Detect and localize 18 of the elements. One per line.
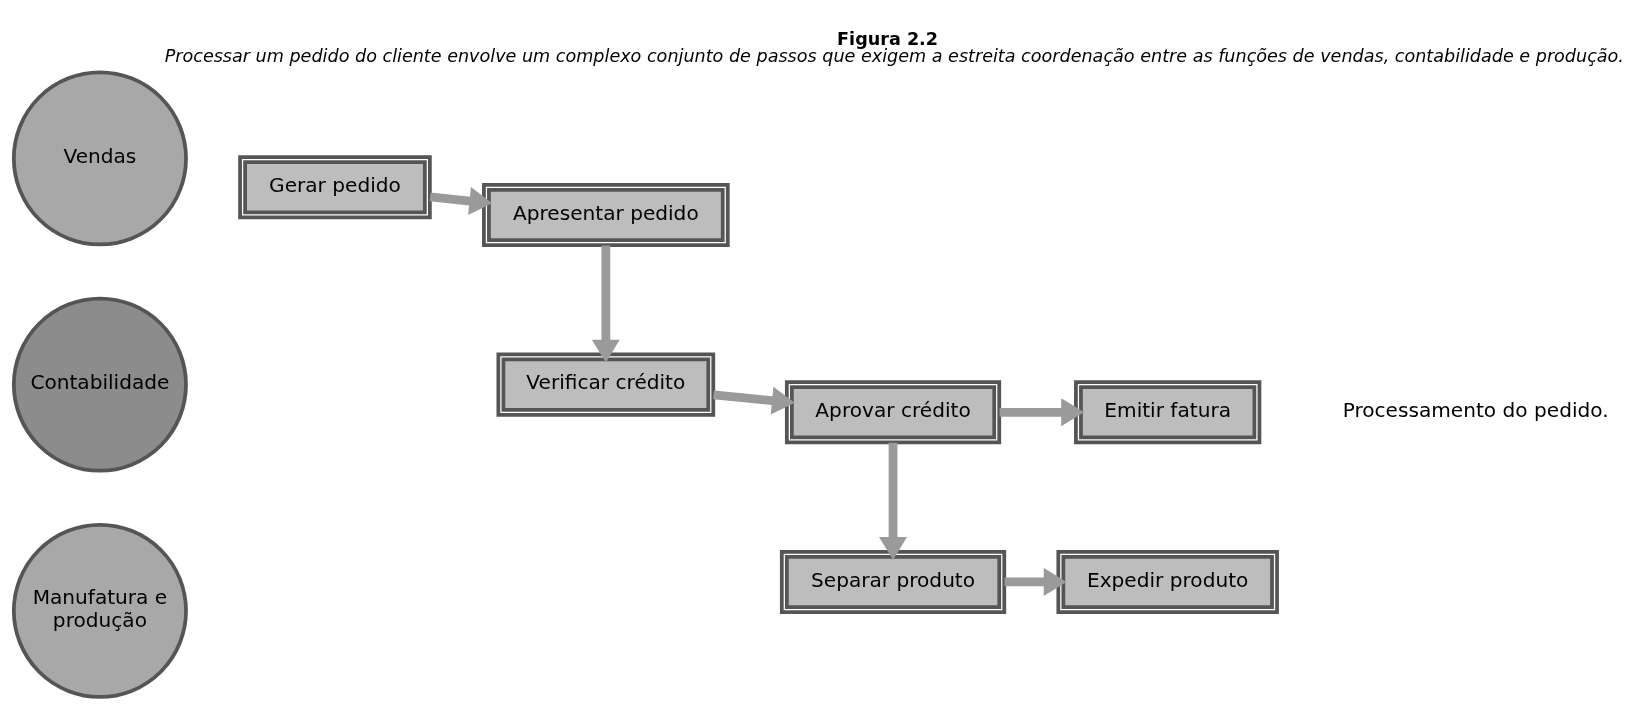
node-box: Emitir fatura	[1074, 380, 1262, 445]
arrow	[999, 398, 1085, 427]
node-box: Expedir produto	[1056, 549, 1279, 614]
arrow	[879, 442, 908, 560]
node-circle: Manufatura e produção	[11, 522, 188, 699]
node-box: Gerar pedido	[238, 155, 432, 220]
diagram-title: Figura 2.2	[837, 28, 939, 49]
node-circle: Vendas	[11, 70, 188, 247]
node-box: Separar produto	[779, 549, 1007, 614]
node-circle: Contabilidade	[11, 296, 188, 473]
arrow	[591, 245, 620, 363]
arrow	[429, 187, 493, 215]
node-box: Verificar crédito	[496, 352, 716, 417]
arrow	[713, 386, 795, 415]
node-box: Aprovar crédito	[784, 380, 1002, 445]
arrow	[1004, 567, 1067, 596]
node-box: Apresentar pedido	[482, 182, 730, 247]
label: Processamento do pedido.	[1342, 398, 1609, 423]
